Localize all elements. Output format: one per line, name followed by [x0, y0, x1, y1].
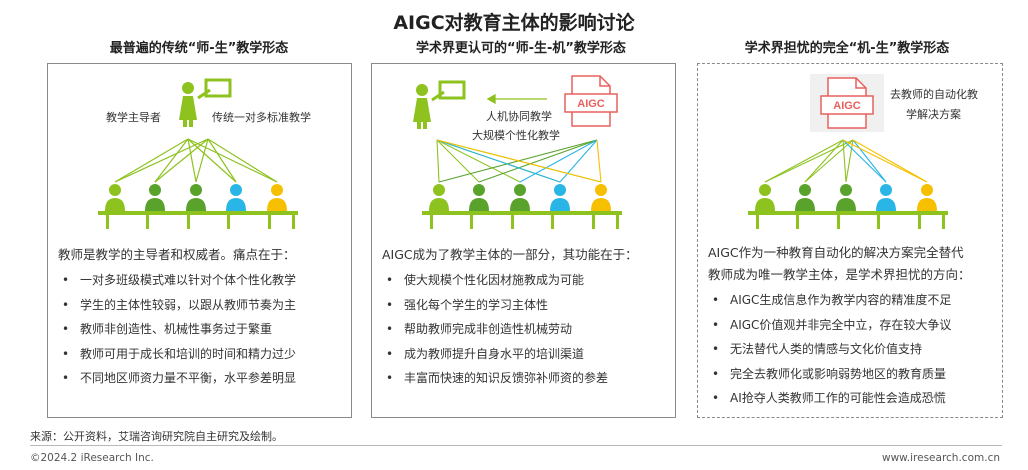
panel-machine-student: AIGC 去教师的自 — [697, 63, 1003, 418]
aigc-icon-text: AIGC — [577, 98, 605, 110]
collab-arrow — [486, 93, 547, 105]
page-title: AIGC对教育主体的影响讨论 — [393, 12, 635, 34]
teacher-icon — [413, 80, 466, 129]
panel-3-bullets: •AIGC生成信息作为教学内容的精准度不足 •AIGC价值观并非完全中立，存在较… — [708, 288, 951, 411]
students-row — [429, 184, 611, 211]
copyright: ©2024.2 iResearch Inc. — [30, 452, 154, 464]
label-personalized: 大规模个性化教学 — [472, 129, 560, 142]
panel-1-bullets: •一对多班级模式难以针对个体个性化教学 •学生的主体性较弱，以跟从教师节奏为主 … — [58, 268, 296, 391]
list-item: •教师非创造性、机械性事务过于繁重 — [62, 322, 273, 336]
list-item: •AIGC生成信息作为教学内容的精准度不足 — [712, 293, 952, 307]
aigc-icon-text: AIGC — [833, 100, 861, 112]
desk-row — [422, 211, 622, 229]
label-human-machine: 人机协同教学 — [486, 110, 552, 123]
panel-3-intro: AIGC作为一种教育自动化的解决方案完全替代 教师成为唯一教学主体，是学术界担忧… — [708, 245, 971, 282]
list-item: •教师可用于成长和培训的时间和精力过少 — [62, 346, 297, 361]
list-item: •不同地区师资力量不平衡，水平参差明显 — [62, 371, 297, 385]
panel-2-bullets: •使大规模个性化因材施教成为可能 •强化每个学生的学习主体性 •帮助教师完成非创… — [382, 268, 608, 391]
list-item: •AIGC价值观并非完全中立，存在较大争议 — [712, 317, 952, 332]
panel-2-intro: AIGC成为了教学主体的一部分，其功能在于： — [382, 247, 638, 262]
label-lead-role: 教学主导者 — [106, 111, 161, 124]
list-item: •学生的主体性较弱，以跟从教师节奏为主 — [62, 297, 297, 312]
list-item: •使大规模个性化因材施教成为可能 — [386, 273, 585, 287]
aigc-document-icon: AIGC — [820, 77, 874, 129]
students-row — [755, 184, 937, 211]
list-item: •一对多班级模式难以针对个体个性化教学 — [62, 273, 297, 287]
list-item: •AI抢夺人类教师工作的可能性会造成恐慌 — [712, 391, 946, 405]
teaching-arrows — [114, 138, 278, 183]
list-item: •强化每个学生的学习主体性 — [386, 297, 549, 312]
aigc-document-icon: AIGC — [564, 75, 618, 127]
footer-divider — [30, 445, 1002, 446]
column-2-heading: 学术界更认可的“师-生-机”教学形态 — [416, 41, 626, 56]
students-row — [105, 184, 287, 211]
automation-illustration: AIGC — [748, 74, 948, 229]
list-item: •无法替代人类的情感与文化价值支持 — [712, 342, 923, 356]
label-automation-1: 去教师的自动化教 — [890, 88, 978, 101]
panel-traditional: 教学主导者 传统一对多标准教学 教师是教学的主导者和权威者。痛点在于： •一对多… — [47, 63, 352, 418]
collaboration-illustration: AIGC — [413, 75, 622, 229]
panel-1-intro: 教师是教学的主导者和权威者。痛点在于： — [58, 247, 296, 262]
source-note: 来源：公开资料，艾瑞咨询研究院自主研究及绘制。 — [30, 430, 283, 443]
column-3-heading: 学术界担忧的完全“机-生”教学形态 — [744, 41, 950, 56]
desk-row — [748, 211, 948, 229]
teaching-arrows — [764, 139, 928, 183]
column-1-heading: 最普遍的传统“师-生”教学形态 — [109, 41, 289, 56]
desk-row — [98, 211, 298, 229]
traditional-illustration — [98, 78, 298, 229]
list-item: •成为教师提升自身水平的培训渠道 — [386, 346, 585, 361]
teaching-arrows — [436, 139, 602, 183]
list-item: •帮助教师完成非创造性机械劳动 — [386, 322, 573, 336]
list-item: •完全去教师化或影响弱势地区的教育质量 — [712, 366, 947, 381]
teacher-icon — [179, 78, 232, 127]
label-standard-teaching: 传统一对多标准教学 — [212, 111, 311, 124]
website-link[interactable]: www.iresearch.com.cn — [881, 452, 1000, 464]
label-automation-2: 学解决方案 — [906, 108, 961, 121]
panel-teacher-student-machine: AIGC — [371, 63, 676, 418]
list-item: •丰富而快速的知识反馈弥补师资的参差 — [386, 371, 609, 385]
